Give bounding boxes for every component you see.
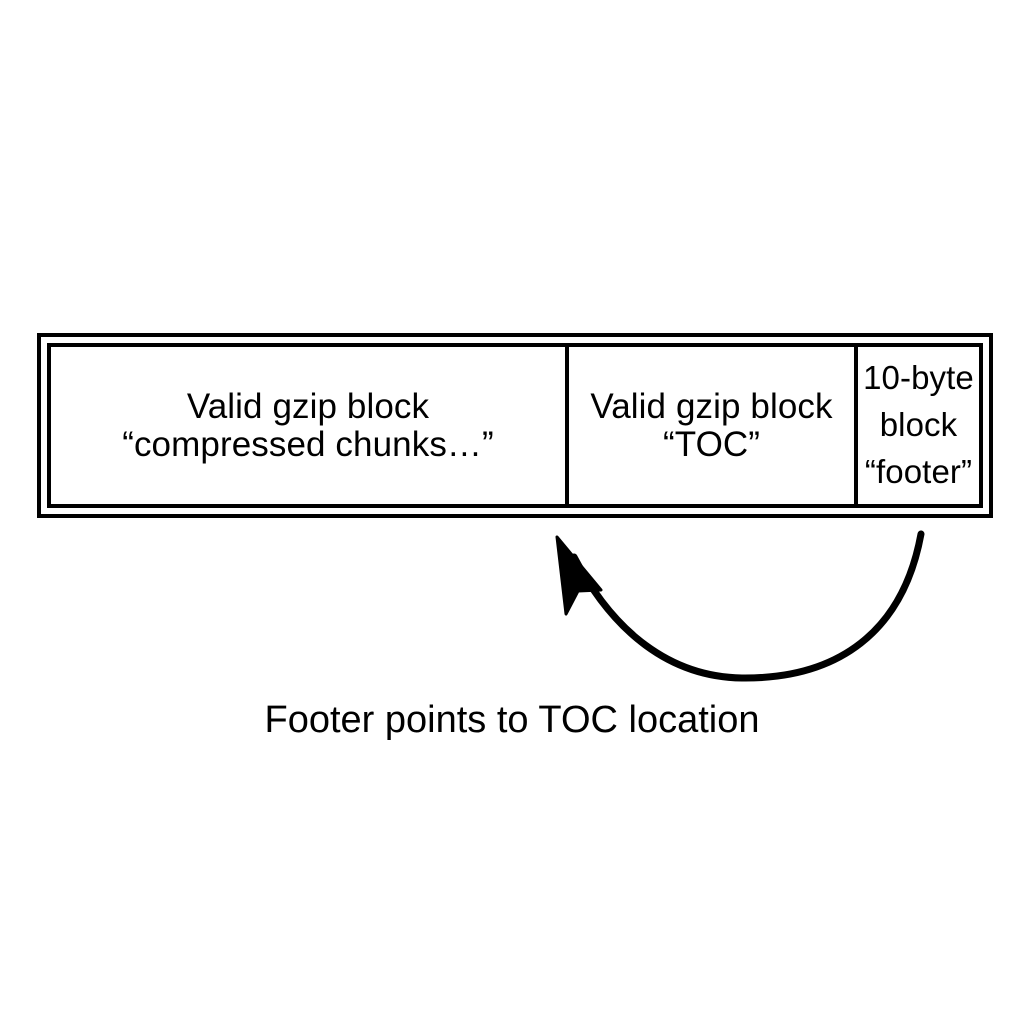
- segment-footer-line-2: block: [879, 406, 958, 444]
- segment-toc-line-1: Valid gzip block: [590, 386, 833, 426]
- arrow-curve: [570, 530, 925, 682]
- arrow-head-icon: [555, 535, 603, 616]
- segment-toc: Valid gzip block “TOC”: [565, 347, 854, 504]
- segment-compressed-chunks-line-2: “compressed chunks…”: [122, 424, 494, 464]
- segment-footer-line-1: 10-byte: [863, 359, 974, 397]
- segment-compressed-chunks: Valid gzip block “compressed chunks…”: [51, 347, 565, 504]
- arrow-caption: Footer points to TOC location: [264, 699, 760, 741]
- layout-bar-inner-border: Valid gzip block “compressed chunks…” Va…: [47, 343, 983, 508]
- segment-footer: 10-byte block “footer”: [854, 347, 979, 504]
- segment-compressed-chunks-line-1: Valid gzip block: [186, 386, 430, 426]
- segment-toc-line-2: “TOC”: [662, 424, 761, 464]
- layout-bar-outer-border: Valid gzip block “compressed chunks…” Va…: [37, 333, 993, 518]
- segment-footer-line-3: “footer”: [864, 452, 973, 490]
